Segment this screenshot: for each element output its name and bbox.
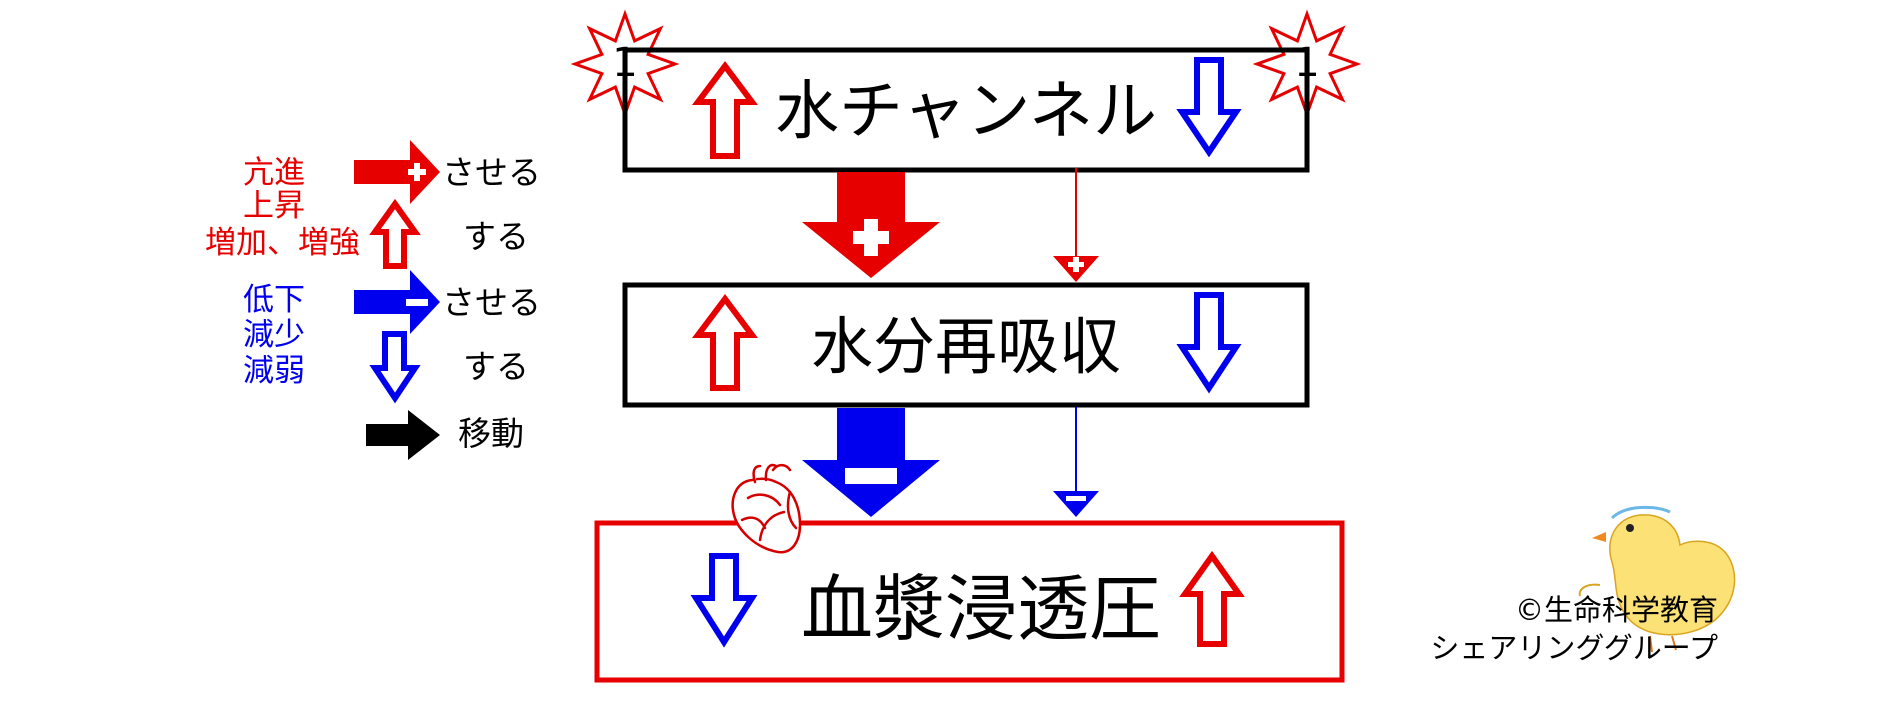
box-water-channel: 水チャンネル	[622, 47, 1310, 173]
blue-down-arrow-icon	[1176, 292, 1242, 394]
legend-do-text-2: する	[463, 347, 529, 386]
legend-blue-minus-right-arrow-icon	[354, 270, 440, 334]
legend-reduce-line-1: 低下	[243, 282, 305, 318]
legend-promote-line-2: 上昇	[243, 188, 305, 224]
blue-minus-down-arrow-icon	[802, 408, 940, 517]
box-water-channel-label: 水チャンネル	[775, 75, 1157, 149]
red-up-arrow-icon	[1179, 550, 1245, 647]
legend-red-up-arrow-icon	[369, 198, 421, 269]
blue-down-arrow-icon	[690, 553, 758, 648]
copyright-line-1: ©生命科学教育	[1515, 593, 1718, 627]
legend-promote-line-1: 亢進	[243, 155, 305, 191]
legend-do-text-1: する	[463, 217, 529, 256]
legend-cause-text-1: させる	[442, 153, 541, 192]
legend-reduce-line-3: 減弱	[243, 353, 305, 389]
box-reabsorption: 水分再吸収	[622, 282, 1310, 408]
legend-blue-down-arrow-icon	[369, 331, 421, 404]
copyright-line-2: シェアリンググループ	[1430, 631, 1718, 665]
legend-promote-line-3: 増加、増強	[205, 225, 360, 261]
blue-down-arrow-icon	[1176, 57, 1242, 158]
box-plasma-osmotic: 血漿浸透圧	[594, 520, 1345, 683]
red-up-arrow-icon	[692, 61, 758, 159]
chick-icon	[1578, 505, 1736, 653]
legend-reduce-line-2: 減少	[243, 317, 305, 353]
red-up-arrow-icon	[692, 294, 758, 391]
legend-cause-text-2: させる	[442, 283, 541, 322]
red-plus-down-arrow-icon	[802, 172, 940, 278]
legend-red-plus-right-arrow-icon	[354, 140, 440, 204]
heart-icon	[731, 463, 802, 554]
legend: 亢進 上昇 増加、増強 させる する 低下 減少 減弱 させる する 移動	[205, 140, 541, 460]
thin-red-plus-arrow-icon	[1053, 168, 1099, 282]
thin-blue-minus-arrow-icon	[1053, 407, 1099, 517]
legend-move-text: 移動	[458, 414, 524, 453]
box-reabsorption-label: 水分再吸収	[811, 310, 1121, 383]
box-plasma-osmotic-label: 血漿浸透圧	[801, 567, 1161, 651]
legend-black-move-arrow-icon	[366, 410, 440, 460]
